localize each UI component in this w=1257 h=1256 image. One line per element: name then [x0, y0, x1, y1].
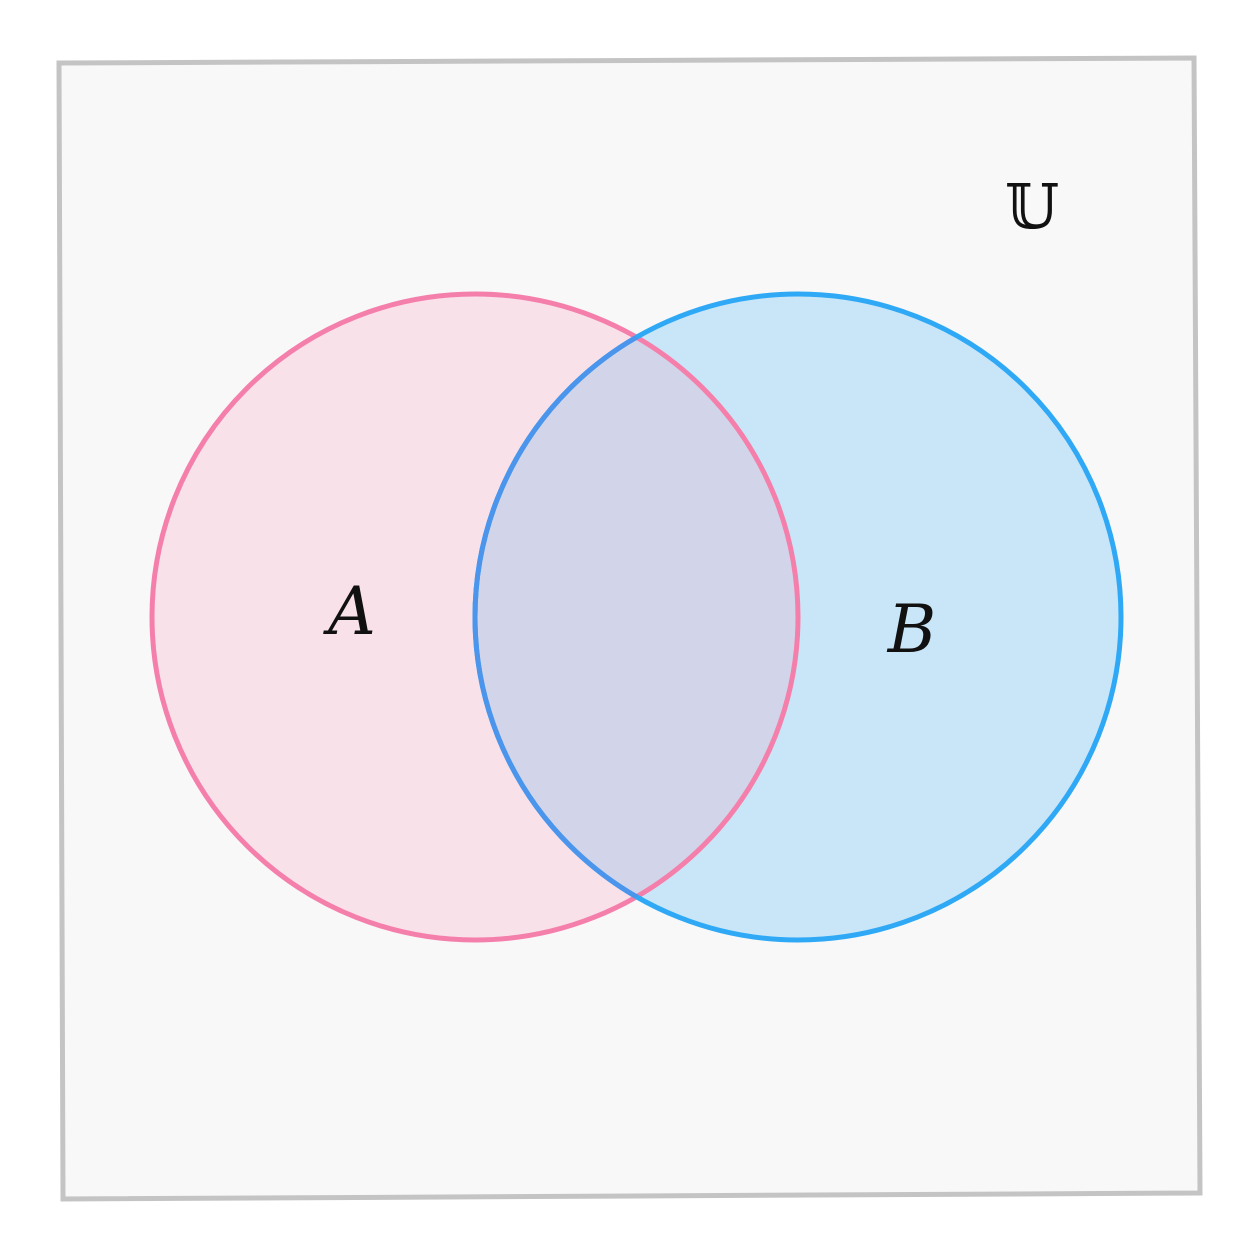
- intersection-region: [475, 294, 798, 940]
- set-a-outline: [149, 291, 801, 943]
- intersection-outline: [472, 294, 798, 940]
- universe-label: 𝕌: [1005, 170, 1059, 243]
- set-b-label: B: [887, 591, 937, 668]
- set-a-label: A: [322, 573, 376, 650]
